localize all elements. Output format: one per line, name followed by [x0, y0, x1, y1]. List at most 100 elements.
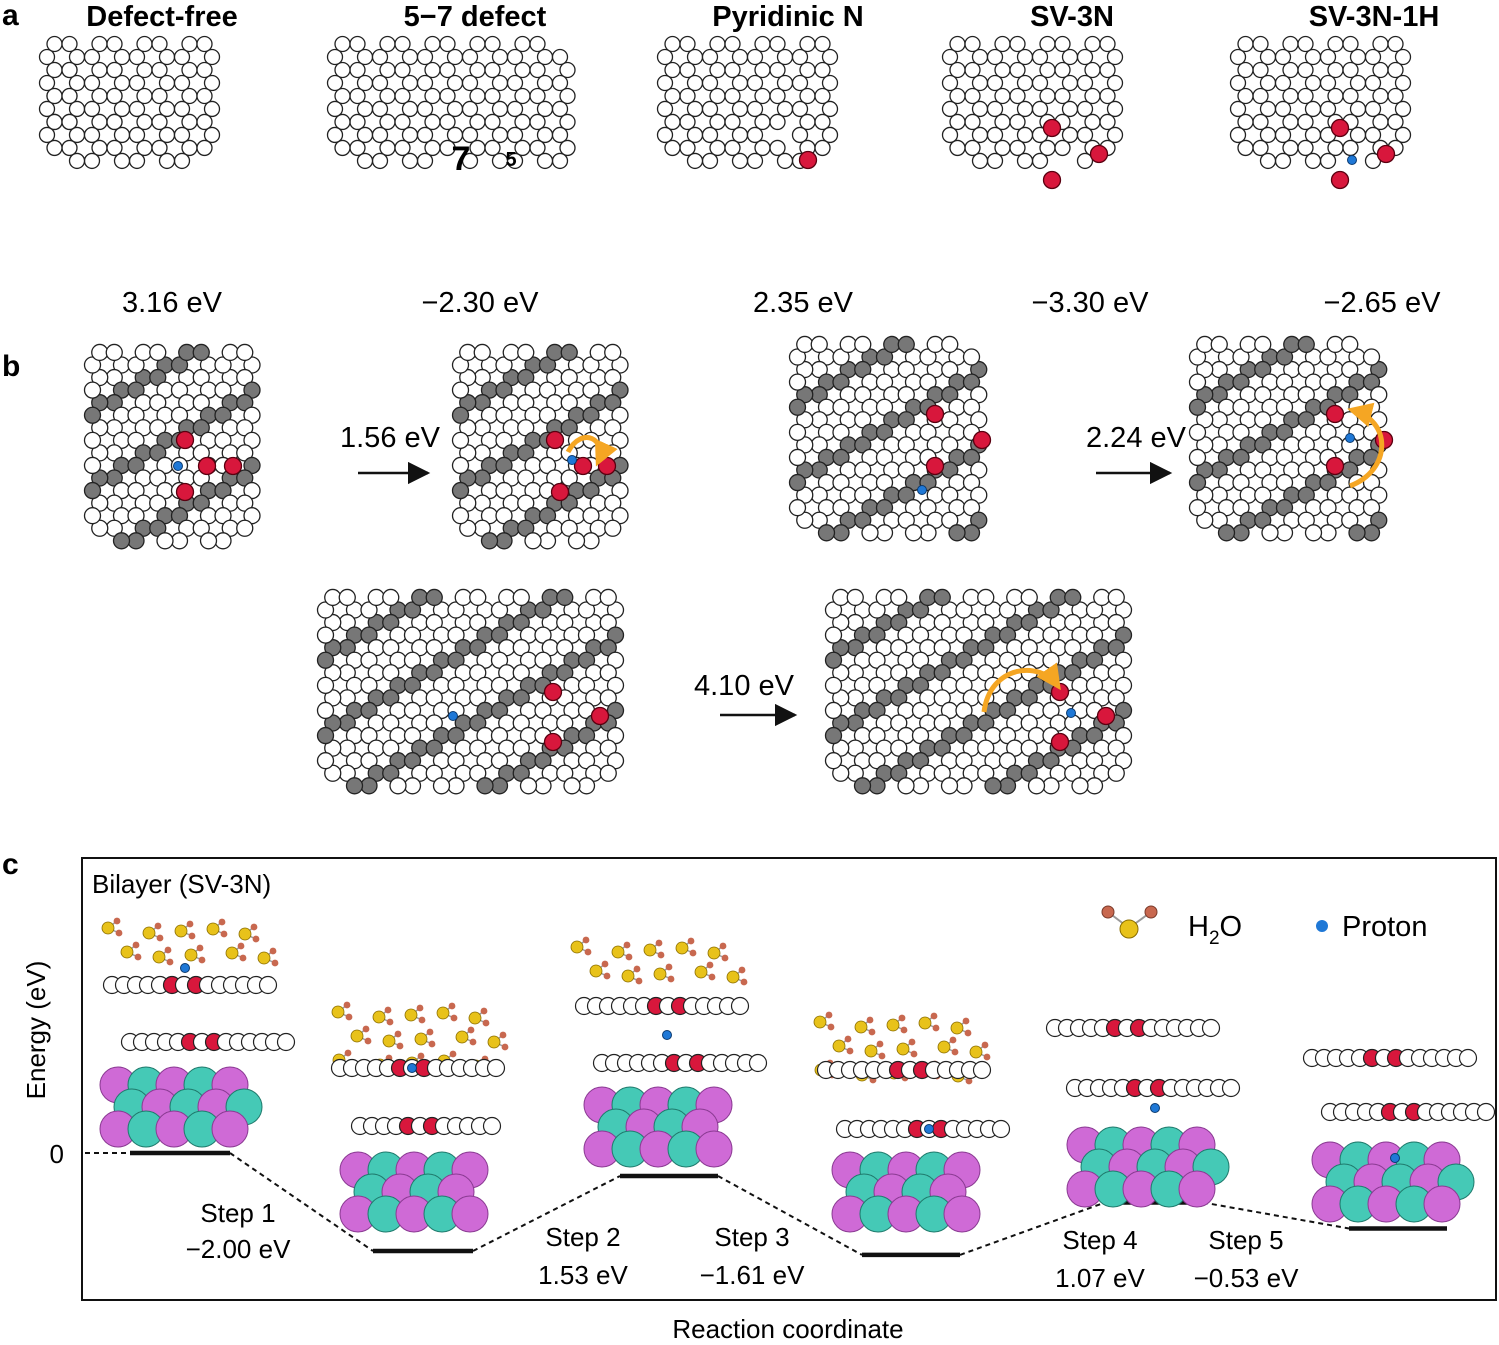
energy-sv-3n-1h: −2.65 eV — [1324, 287, 1442, 319]
nitrogen-atom — [1330, 118, 1350, 138]
graphene-layer-side — [574, 996, 750, 1016]
box-title: Bilayer (SV-3N) — [92, 869, 271, 899]
step-2-value: 1.53 eV — [538, 1260, 628, 1290]
nitrogen-atom — [1089, 144, 1109, 164]
nitrogen-atom — [925, 404, 945, 424]
step-5-value: −0.53 eV — [1194, 1263, 1299, 1293]
graphene-layer-side — [816, 1060, 992, 1080]
graphene-layer-side — [592, 1053, 768, 1073]
atoms — [656, 35, 839, 170]
graphene-layer-side — [102, 975, 278, 995]
panel-b-label: b — [2, 350, 20, 383]
metal-substrate — [1066, 1126, 1230, 1208]
panel-c-label: c — [2, 848, 19, 881]
water-layer — [331, 1001, 509, 1075]
legend-water-icon — [1101, 905, 1158, 939]
connector-4 — [959, 1201, 1106, 1256]
water-layer — [101, 917, 279, 967]
barrier-label-3: 4.10 eV — [694, 670, 795, 702]
migration-arrow-2 — [1347, 402, 1385, 489]
nitrogen-atom — [545, 430, 565, 450]
step-2-name: Step 2 — [545, 1222, 620, 1252]
proton-atom — [180, 963, 190, 973]
proton-atom — [567, 455, 577, 465]
proton-atom — [924, 1124, 934, 1134]
nitrogen-atom — [573, 456, 593, 476]
energy-diagram-frame — [81, 857, 1497, 1301]
atoms — [941, 35, 1124, 170]
graphene-layer-side — [1302, 1048, 1478, 1068]
energy-57-defect: −2.30 eV — [422, 287, 540, 319]
nitrogen-atom — [543, 682, 563, 702]
bilayer-initial-3 — [316, 588, 625, 795]
metal-substrate — [831, 1151, 981, 1233]
atoms — [788, 335, 988, 542]
proton-atom — [1150, 1103, 1160, 1113]
nitrogen-atom — [590, 706, 610, 726]
graphene-layer-side — [1065, 1078, 1241, 1098]
barrier-label-1: 1.56 eV — [340, 422, 441, 454]
intermediate-illustrations — [99, 917, 1496, 1233]
structure-title-defect-free: Defect-free — [86, 1, 238, 33]
migration-arrow-3 — [981, 662, 1061, 713]
nitrogen-atom — [1042, 170, 1062, 190]
metal-substrate — [339, 1151, 489, 1233]
nitrogen-atom — [1042, 118, 1062, 138]
legend-water-label: H2O — [1188, 911, 1242, 949]
nitrogen-atom — [1376, 144, 1396, 164]
energy-levels — [85, 1150, 1447, 1258]
step-3-value: −1.61 eV — [700, 1260, 805, 1290]
nitrogen-atom — [1330, 170, 1350, 190]
structure-title-57-defect: 5−7 defect — [404, 1, 547, 33]
connector-5 — [1202, 1201, 1350, 1230]
atoms — [1229, 35, 1412, 170]
proton-atom — [1390, 1153, 1400, 1163]
nitrogen-atom — [1096, 706, 1116, 726]
structure-title-pyridinic-n: Pyridinic N — [712, 1, 864, 33]
atoms — [83, 343, 261, 550]
y-axis-label: Energy (eV) — [21, 961, 51, 1100]
nitrogen-atom — [925, 456, 945, 476]
x-axis-label: Reaction coordinate — [672, 1314, 903, 1344]
bilayer-final-3 — [824, 588, 1133, 795]
lattice-57-defect — [326, 35, 576, 170]
legend-proton-icon — [1316, 920, 1328, 932]
step-3-name: Step 3 — [714, 1222, 789, 1252]
proton-atom — [1066, 708, 1076, 718]
metal-substrate — [1311, 1141, 1475, 1223]
graphene-layer-side — [835, 1119, 1011, 1139]
proton-atom — [917, 485, 927, 495]
step-1-name: Step 1 — [200, 1198, 275, 1228]
structure-title-sv-3n: SV-3N — [1030, 1, 1114, 33]
nitrogen-atom — [798, 150, 818, 170]
proton-atom — [662, 1030, 672, 1040]
proton-atom — [1345, 433, 1355, 443]
step-5-name: Step 5 — [1208, 1225, 1283, 1255]
lattice-pyridinic-n — [656, 35, 839, 170]
atoms — [1188, 335, 1388, 542]
atoms — [451, 343, 629, 550]
nitrogen-atom — [223, 456, 243, 476]
connector-2 — [472, 1175, 621, 1252]
atoms — [824, 588, 1133, 795]
proton-atom — [1347, 155, 1357, 165]
zero-tick-label: 0 — [50, 1139, 64, 1169]
bilayer-final-2 — [1188, 335, 1394, 542]
graphene-layer-side — [350, 1116, 502, 1136]
nitrogen-atom — [1325, 404, 1345, 424]
proton-atom — [448, 711, 458, 721]
ring-label-5: 5 — [505, 149, 516, 171]
bilayer-final-1 — [451, 343, 629, 550]
energy-sv-3n: −3.30 eV — [1032, 287, 1150, 319]
bilayer-initial-1 — [83, 343, 261, 550]
step-4-value: 1.07 eV — [1055, 1263, 1145, 1293]
barrier-label-2: 2.24 eV — [1086, 422, 1187, 454]
panel-a-label: a — [2, 0, 19, 32]
lattice-sv-3n — [941, 35, 1124, 190]
graphene-layer-side — [1320, 1102, 1496, 1122]
migration-arrow-1 — [565, 435, 618, 467]
energy-defect-free: 3.16 eV — [122, 287, 223, 319]
metal-substrate — [99, 1066, 263, 1148]
atoms — [38, 35, 221, 170]
